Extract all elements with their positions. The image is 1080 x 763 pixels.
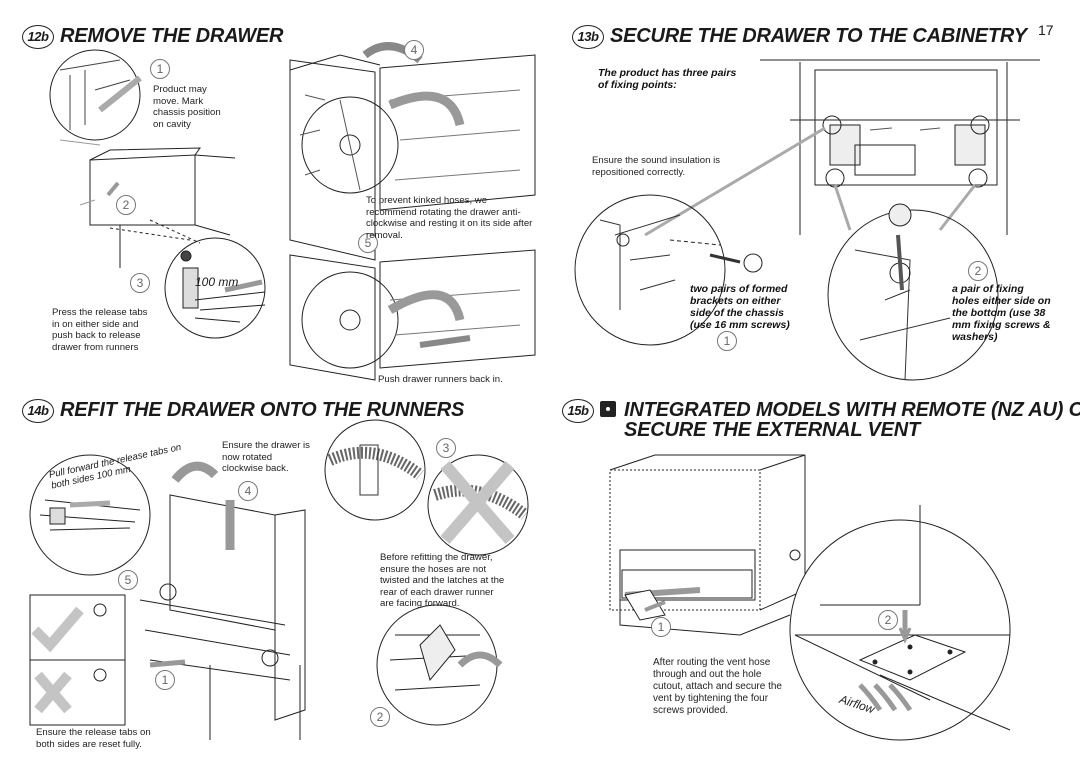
note-fixing-holes: a pair of fixing holes either side on th… xyxy=(952,283,1051,343)
section-title-15b-line2: SECURE THE EXTERNAL VENT xyxy=(624,419,920,441)
section-title-13b: SECURE THE DRAWER TO THE CABINETRY xyxy=(610,25,1027,47)
note-move: Product may move. Mark chassis position … xyxy=(153,84,221,130)
section-title-14b: REFIT THE DRAWER ONTO THE RUNNERS xyxy=(60,399,465,421)
callout-12b-3: 3 xyxy=(130,273,150,293)
note-rotated: Ensure the drawer is now rotated clockwi… xyxy=(222,440,310,474)
note-release: Press the release tabs in on either side… xyxy=(52,307,148,353)
step-badge-14b: 14b xyxy=(22,399,54,423)
page-number: 17 xyxy=(1038,22,1054,38)
section-title-12b: REMOVE THE DRAWER xyxy=(60,25,284,47)
callout-12b-5: 5 xyxy=(358,233,378,253)
note-push: Push drawer runners back in. xyxy=(378,374,503,385)
note-fixing-points: The product has three pairs of fixing po… xyxy=(598,67,737,91)
callout-13b-1: 1 xyxy=(717,331,737,351)
callout-15b-2: 2 xyxy=(878,610,898,630)
secure-drawer-illustration xyxy=(560,0,1060,380)
callout-14b-5: 5 xyxy=(118,570,138,590)
refit-drawer-illustration xyxy=(0,420,540,760)
remote-model-icon xyxy=(600,401,616,417)
section-title-15b-line1: INTEGRATED MODELS WITH REMOTE (NZ AU) ON… xyxy=(624,399,1080,421)
callout-14b-3: 3 xyxy=(436,438,456,458)
step-badge-15b: 15b xyxy=(562,399,594,423)
callout-14b-4: 4 xyxy=(238,481,258,501)
step-badge-13b: 13b xyxy=(572,25,604,49)
note-hoses: To prevent kinked hoses, we recommend ro… xyxy=(366,195,533,241)
external-vent-illustration xyxy=(580,430,1070,760)
callout-13b-2: 2 xyxy=(968,261,988,281)
callout-14b-1: 1 xyxy=(155,670,175,690)
note-insulation: Ensure the sound insulation is repositio… xyxy=(592,155,720,178)
note-before-refit: Before refitting the drawer, ensure the … xyxy=(380,552,505,609)
callout-12b-4: 4 xyxy=(404,40,424,60)
step-badge-12b: 12b xyxy=(22,25,54,49)
callout-12b-1: 1 xyxy=(150,59,170,79)
note-vent: After routing the vent hose through and … xyxy=(653,657,782,716)
callout-12b-2: 2 xyxy=(116,195,136,215)
measure-label-100mm: 100 mm xyxy=(195,275,239,289)
callout-15b-1: 1 xyxy=(651,617,671,637)
note-reset: Ensure the release tabs on both sides ar… xyxy=(36,727,151,750)
remove-drawer-illustration xyxy=(0,0,540,360)
note-brackets: two pairs of formed brackets on either s… xyxy=(690,283,790,331)
callout-14b-2: 2 xyxy=(370,707,390,727)
